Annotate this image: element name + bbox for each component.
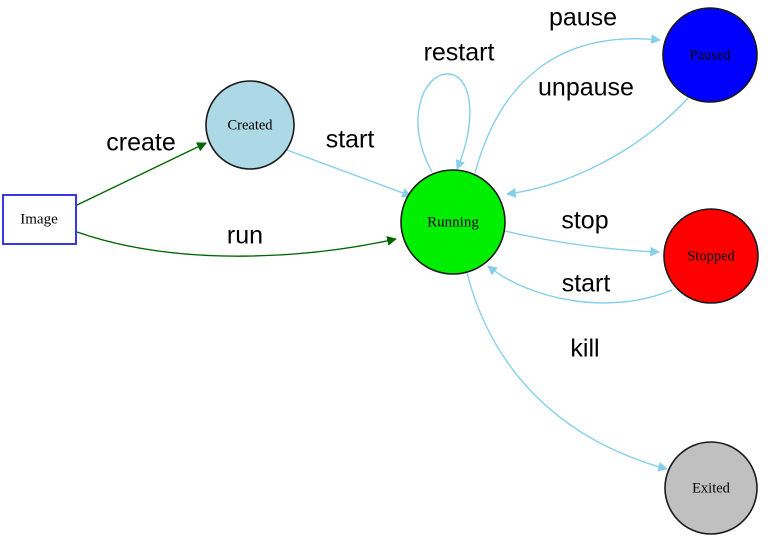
edge-label-unpause: unpause [538,74,634,102]
node-image-shape[interactable] [2,194,77,245]
edge-stop-path [504,230,660,257]
node-created[interactable]: Created [205,80,295,170]
node-image[interactable]: Image [2,194,77,245]
node-paused-label: Paused [689,47,731,63]
edge-label-restart: restart [424,39,495,67]
node-exited[interactable]: Exited [664,441,758,535]
edge-restart-path [417,73,471,173]
edge-unpause: unpause [506,74,689,198]
edge-run: run [76,222,397,257]
node-running-shape[interactable] [400,169,506,275]
edge-label-start-created: start [326,126,375,154]
edge-unpause-path [506,97,689,198]
edge-pause-path [474,34,661,174]
node-paused-shape[interactable] [662,7,758,103]
edge-start-stopped: start [487,265,673,304]
edge-start-created-path [286,149,412,198]
edge-pause: pause [474,4,661,174]
edge-label-pause: pause [549,4,617,32]
edge-run-path [76,231,397,257]
edge-label-start-stopped: start [562,270,611,298]
nodes-layer: Image Created Running Paused Stopped [2,7,759,535]
node-created-label: Created [227,117,273,133]
edge-kill: kill [466,272,668,472]
edge-restart: restart [417,39,495,173]
node-created-shape[interactable] [205,80,295,170]
edge-start-created: start [286,126,412,198]
edge-label-run: run [227,222,263,250]
node-stopped[interactable]: Stopped [663,208,759,304]
edge-stop: stop [504,207,660,257]
edge-label-create: create [106,129,175,157]
edge-start-stopped-path [487,265,673,304]
edge-label-stop: stop [561,207,608,235]
node-image-label: Image [20,211,58,227]
edge-create-path [76,142,207,206]
node-stopped-shape[interactable] [663,208,759,304]
node-running-label: Running [427,214,479,230]
node-paused[interactable]: Paused [662,7,758,103]
node-stopped-label: Stopped [687,248,735,264]
node-running[interactable]: Running [400,169,506,275]
edge-create: create [76,129,207,206]
edge-label-kill: kill [570,335,599,363]
edge-kill-path [466,272,668,472]
edges-layer: create run start restart pause [76,4,689,472]
node-exited-label: Exited [692,480,731,496]
node-exited-shape[interactable] [664,441,758,535]
